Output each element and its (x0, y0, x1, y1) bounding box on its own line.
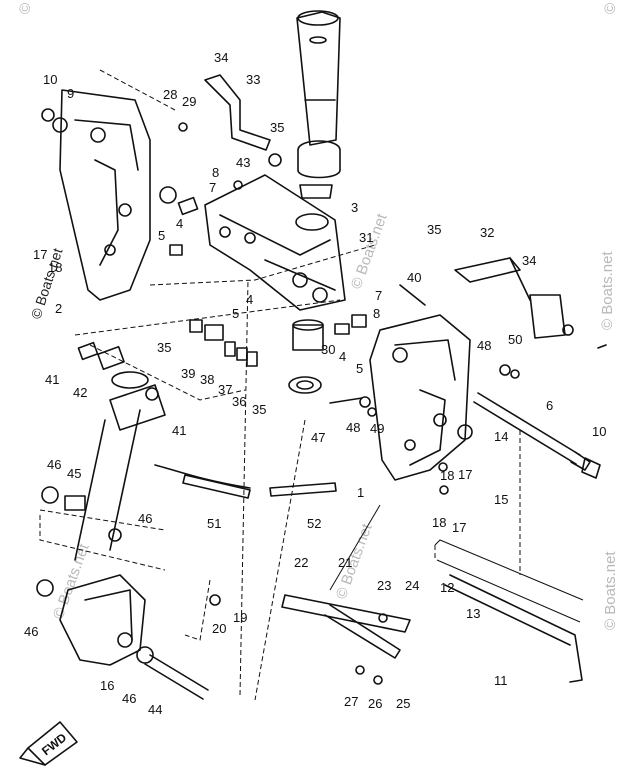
callout-34b: 34 (522, 253, 536, 268)
callout-13: 13 (466, 606, 480, 621)
callout-41b: 41 (172, 423, 186, 438)
cables (154, 464, 337, 499)
callout-5b: 5 (232, 306, 239, 321)
callout-45: 45 (67, 466, 81, 481)
callout-1: 1 (357, 485, 364, 500)
callout-22: 22 (294, 555, 308, 570)
steering-column (296, 10, 341, 199)
callout-42: 42 (73, 385, 87, 400)
callout-37: 37 (218, 382, 232, 397)
callout-4b: 4 (246, 292, 253, 307)
callout-16: 16 (100, 678, 114, 693)
callout-28: 28 (163, 87, 177, 102)
callout-33: 33 (246, 72, 260, 87)
callout-3: 3 (351, 200, 358, 215)
callout-40: 40 (407, 270, 421, 285)
callout-7b: 7 (375, 288, 382, 303)
watermark-top-left: © Boats.net (17, 0, 34, 14)
callout-27: 27 (344, 694, 358, 709)
pin-44 (144, 654, 209, 700)
callout-5a: 5 (158, 228, 165, 243)
callout-35d: 35 (252, 402, 266, 417)
callout-46a: 46 (47, 457, 61, 472)
callout-10b: 10 (592, 424, 606, 439)
plate-21 (281, 594, 411, 659)
callout-18c: 18 (432, 515, 446, 530)
callout-36: 36 (232, 394, 246, 409)
hardware (36, 108, 607, 685)
callout-34a: 34 (214, 50, 228, 65)
watermark-bottom-left: © Boats.net (50, 541, 93, 621)
callout-35b: 35 (427, 222, 441, 237)
left-clamp-bracket (59, 89, 151, 301)
callout-31: 31 (359, 230, 373, 245)
part-callouts: 1 2 3 4 4 4 5 5 5 6 7 7 8 8 9 10 10 11 1… (24, 50, 606, 717)
callout-43: 43 (236, 155, 250, 170)
callout-26: 26 (368, 696, 382, 711)
callout-19: 19 (233, 610, 247, 625)
callout-4a: 4 (176, 216, 183, 231)
watermark-bottom-right: © Boats.net (602, 551, 619, 630)
watermark-top-right: © Boats.net (602, 0, 619, 14)
callout-52: 52 (307, 516, 321, 531)
callout-12: 12 (440, 580, 454, 595)
callout-14: 14 (494, 429, 508, 444)
callout-39: 39 (181, 366, 195, 381)
callout-17c: 17 (452, 520, 466, 535)
callout-10a: 10 (43, 72, 57, 87)
callout-11: 11 (494, 673, 508, 688)
callout-38: 38 (200, 372, 214, 387)
fwd-arrow: FWD (19, 721, 78, 766)
callout-21: 21 (338, 555, 352, 570)
swivel-bracket (204, 174, 346, 311)
callout-6: 6 (546, 398, 553, 413)
callout-17b: 17 (458, 467, 472, 482)
callout-17a: 17 (33, 247, 47, 262)
callout-2: 2 (55, 301, 62, 316)
callout-29: 29 (182, 94, 196, 109)
trim-cylinder (74, 371, 166, 561)
callout-18b: 18 (440, 468, 454, 483)
callout-44: 44 (148, 702, 162, 717)
callout-8b: 8 (373, 306, 380, 321)
callout-35c: 35 (157, 340, 171, 355)
callout-32: 32 (480, 225, 494, 240)
callout-48b: 48 (477, 338, 491, 353)
callout-49: 49 (370, 421, 384, 436)
tilt-lever (454, 257, 566, 339)
arm-33 (204, 74, 271, 151)
callout-41a: 41 (45, 372, 59, 387)
callout-20: 20 (212, 621, 226, 636)
watermark-right: © Boats.net (599, 251, 616, 330)
callout-46d: 46 (122, 691, 136, 706)
callout-5c: 5 (356, 361, 363, 376)
callout-47: 47 (311, 430, 325, 445)
frame-11 (434, 539, 584, 683)
callout-30: 30 (321, 342, 335, 357)
callout-50: 50 (508, 332, 522, 347)
callout-23: 23 (377, 578, 391, 593)
callout-15: 15 (494, 492, 508, 507)
right-clamp-bracket (369, 314, 471, 481)
callout-35a: 35 (270, 120, 284, 135)
callout-8a: 8 (212, 165, 219, 180)
callout-24: 24 (405, 578, 419, 593)
callout-51: 51 (207, 516, 221, 531)
callout-4c: 4 (339, 349, 346, 364)
watermark-layer: © Boats.net © Boats.net © Boats.net © Bo… (17, 0, 619, 630)
callout-18a: 18 (48, 260, 62, 275)
callout-25: 25 (396, 696, 410, 711)
callout-46b: 46 (138, 511, 152, 526)
callout-46c: 46 (24, 624, 38, 639)
callout-7a: 7 (209, 180, 216, 195)
callout-48a: 48 (346, 420, 360, 435)
lower-bracket (59, 574, 146, 666)
through-tube (473, 392, 601, 479)
callout-9: 9 (67, 86, 74, 101)
